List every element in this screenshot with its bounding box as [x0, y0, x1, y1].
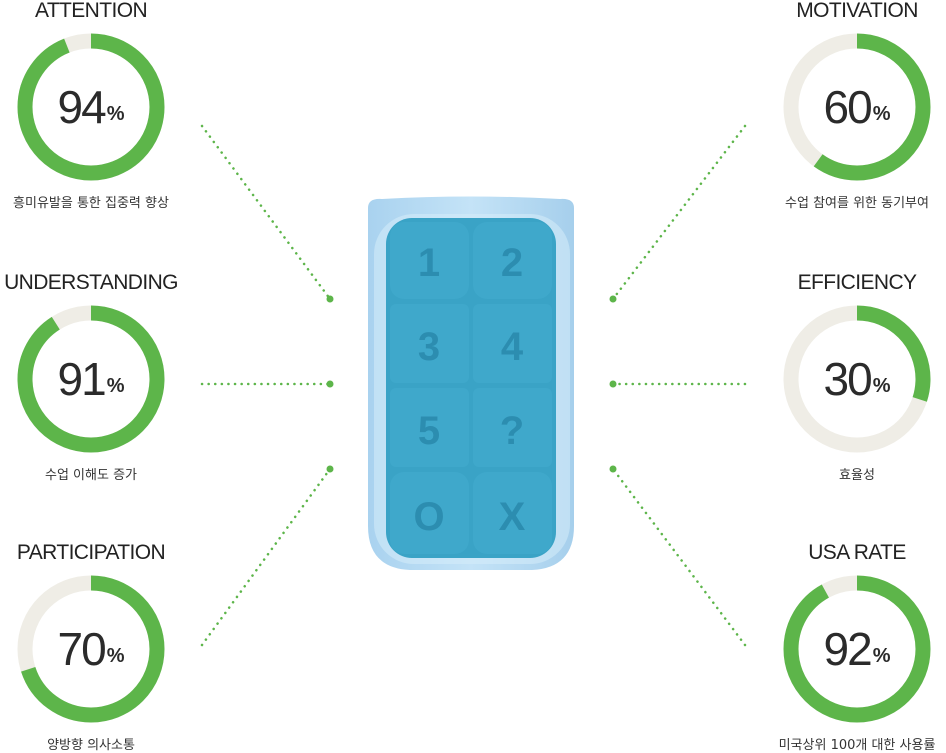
stat-title: PARTICIPATION [16, 541, 166, 564]
percent-value: 30% [782, 304, 932, 454]
stat-description: 수업 이해도 증가 [45, 468, 137, 483]
percent-number: 91 [57, 353, 107, 405]
donut-chart: 70% [16, 574, 166, 724]
stat-motivation: MOTIVATION 60% 수업 참여를 위한 동기부여 [767, 0, 946, 211]
connector-understanding [200, 380, 334, 388]
donut-ring [783, 305, 931, 453]
donut-chart: 91% [16, 304, 166, 454]
connector-participation [200, 465, 334, 647]
stat-efficiency: EFFICIENCY 30% 효율성 [767, 270, 946, 483]
donut-ring [17, 575, 165, 723]
connector-usa-rate [609, 465, 747, 647]
percent-number: 30 [823, 353, 873, 405]
connector-motivation [609, 124, 747, 303]
percent-number: 92 [823, 623, 873, 675]
svg-text:?: ? [500, 409, 524, 453]
device-key: 4 [473, 304, 552, 383]
stat-title: EFFICIENCY [797, 271, 917, 294]
donut-ring [17, 33, 165, 181]
donut-arc [17, 33, 165, 181]
device-key: O [390, 472, 469, 554]
device-keys: 1 2 3 4 5 ? O X [390, 222, 552, 554]
percent-sign: % [106, 102, 125, 125]
stat-description: 흥미유발을 통한 집중력 향상 [13, 196, 169, 211]
device-key: 1 [390, 222, 469, 299]
device-key: 5 [390, 388, 469, 467]
donut-chart: 94% [16, 32, 166, 182]
percent-value: 91% [16, 304, 166, 454]
stat-understanding: UNDERSTANDING 91% 수업 이해도 증가 [1, 270, 181, 483]
percent-value: 92% [782, 574, 932, 724]
donut-chart: 30% [782, 304, 932, 454]
donut-ring [783, 575, 931, 723]
percent-value: 70% [16, 574, 166, 724]
percent-number: 94 [57, 81, 107, 133]
donut-ring [17, 305, 165, 453]
connector-efficiency [609, 380, 747, 388]
clicker-device-image: 1 2 3 4 5 ? O X [362, 196, 580, 579]
percent-number: 60 [823, 81, 873, 133]
device-key: 2 [473, 222, 552, 299]
donut-chart: 92% [782, 574, 932, 724]
svg-text:1: 1 [418, 241, 440, 285]
donut-arc [783, 33, 931, 181]
svg-text:5: 5 [418, 409, 440, 453]
percent-number: 70 [57, 623, 107, 675]
stat-title: USA RATE [808, 541, 906, 564]
stat-description: 미국상위 100개 대한 사용률 [778, 738, 936, 753]
percent-sign: % [106, 374, 125, 397]
percent-sign: % [872, 644, 891, 667]
percent-value: 60% [782, 32, 932, 182]
stat-title: ATTENTION [34, 0, 148, 22]
device-key: X [473, 472, 552, 554]
donut-ring [783, 33, 931, 181]
percent-sign: % [872, 374, 891, 397]
device-key: ? [473, 388, 552, 467]
svg-text:3: 3 [418, 325, 440, 369]
connector-attention [200, 124, 334, 303]
donut-chart: 60% [782, 32, 932, 182]
stat-description: 효율성 [839, 468, 875, 483]
stat-description: 수업 참여를 위한 동기부여 [785, 196, 929, 211]
donut-arc [17, 305, 165, 453]
donut-arc [783, 575, 931, 723]
svg-text:O: O [413, 495, 444, 539]
donut-arc [17, 575, 165, 723]
donut-arc [783, 305, 931, 453]
percent-sign: % [106, 644, 125, 667]
stat-title: MOTIVATION [796, 0, 918, 22]
stat-title: UNDERSTANDING [4, 271, 178, 294]
percent-value: 94% [16, 32, 166, 182]
stat-attention: ATTENTION 94% 흥미유발을 통한 집중력 향상 [1, 0, 181, 211]
device-key: 3 [390, 304, 469, 383]
svg-text:4: 4 [501, 325, 524, 369]
stat-description: 양방향 의사소통 [47, 738, 135, 753]
percent-sign: % [872, 102, 891, 125]
stat-participation: PARTICIPATION 70% 양방향 의사소통 [1, 540, 181, 753]
svg-text:2: 2 [501, 241, 523, 285]
stat-usa-rate: USA RATE 92% 미국상위 100개 대한 사용률 [767, 540, 946, 753]
svg-text:X: X [499, 495, 526, 539]
